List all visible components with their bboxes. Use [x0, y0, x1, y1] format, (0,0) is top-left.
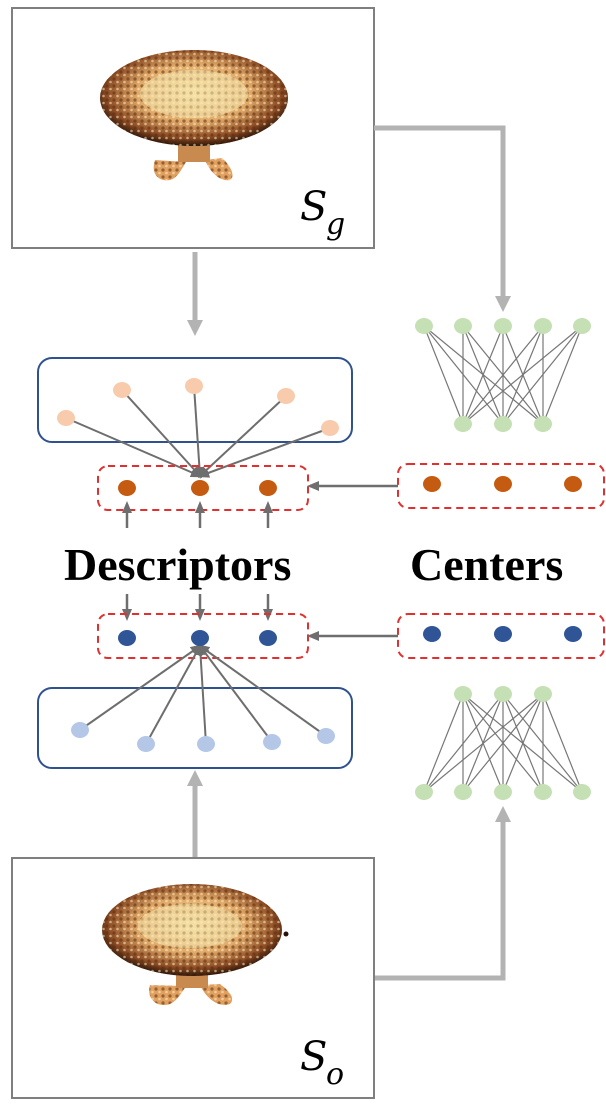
mlp-top-edge: [502, 325, 583, 425]
orange-node-5: [564, 476, 582, 492]
blue-nodes: [118, 626, 582, 646]
mlp-bottom-node-bottom-3: [534, 784, 552, 800]
arrow-top-frame-to-mlp: [374, 125, 511, 312]
label-descriptors: Descriptors: [64, 539, 291, 590]
svg-text:S: S: [300, 1034, 327, 1080]
mlp-top-edge: [462, 325, 504, 425]
point-cloud-table-top: [100, 50, 288, 181]
svg-text:o: o: [326, 1057, 344, 1092]
edge-bottom-2: [195, 643, 207, 745]
mlp-bottom-node-bottom-2: [494, 784, 512, 800]
edge-bottom-3: [198, 643, 273, 743]
mlp-bottom-node-top-1: [494, 686, 512, 702]
up-arrows-to-top-row: [122, 501, 273, 528]
orange-node-2: [259, 480, 277, 496]
mlp-top-edge: [542, 325, 583, 425]
light-orange-node-3: [277, 388, 295, 404]
mlp-bottom-node-top-0: [454, 686, 472, 702]
edge-top-4: [197, 427, 331, 478]
descriptor-edges-top: [65, 385, 331, 479]
light-orange-node-0: [57, 410, 75, 426]
mlp-bottom-edge: [423, 693, 544, 793]
orange-nodes: [118, 476, 582, 496]
blue-node-3: [423, 626, 441, 642]
mlp-top-node-top-1: [454, 318, 472, 334]
mlp-top-node-top-4: [573, 318, 591, 334]
mlp-top-edge: [462, 325, 544, 425]
light-blue-node-0: [71, 722, 89, 738]
light-orange-node-4: [321, 420, 339, 436]
mlp-top-node-top-2: [494, 318, 512, 334]
mlp-top-edge: [462, 325, 583, 425]
mlp-network-top: [415, 318, 591, 432]
mlp-top-node-top-3: [534, 318, 552, 334]
svg-text:S: S: [300, 184, 327, 230]
light-blue-node-3: [263, 734, 281, 750]
light-blue-nodes: [71, 722, 335, 752]
edge-bottom-1: [145, 643, 202, 745]
input-frame-top: S g: [11, 7, 375, 249]
blue-node-4: [494, 626, 512, 642]
light-blue-node-4: [317, 728, 335, 744]
mlp-top-node-top-0: [415, 318, 433, 334]
mlp-top-edge: [423, 325, 464, 425]
label-centers: Centers: [410, 539, 563, 590]
edge-top-2: [193, 385, 205, 479]
symbol-s-g: S g: [300, 184, 345, 242]
svg-text:g: g: [326, 207, 345, 242]
mlp-bottom-edge: [462, 693, 544, 793]
mlp-bottom-edge: [423, 693, 504, 793]
mlp-top-node-bottom-2: [534, 416, 552, 432]
edge-bottom-4: [197, 644, 327, 737]
mlp-top-node-bottom-1: [494, 416, 512, 432]
point-cloud-table-bottom: [102, 884, 289, 1006]
edge-top-0: [65, 417, 203, 478]
mlp-bottom-node-bottom-4: [573, 784, 591, 800]
mlp-network-bottom: [415, 686, 591, 800]
edge-bottom-0: [79, 644, 203, 731]
mlp-bottom-edge: [542, 693, 583, 793]
mlp-bottom-edge: [423, 693, 464, 793]
light-blue-node-1: [137, 736, 155, 752]
light-orange-nodes: [57, 378, 339, 436]
light-orange-node-2: [185, 378, 203, 394]
light-orange-node-1: [113, 382, 131, 398]
mlp-bottom-node-top-2: [534, 686, 552, 702]
orange-node-1: [191, 480, 209, 496]
orange-node-0: [118, 480, 136, 496]
mlp-bottom-node-bottom-1: [454, 784, 472, 800]
mlp-bottom-edge: [502, 693, 544, 793]
orange-node-3: [423, 476, 441, 492]
edge-top-3: [197, 395, 287, 479]
symbol-s-o: S o: [300, 1034, 344, 1092]
edge-top-1: [121, 389, 203, 479]
blue-node-1: [191, 630, 209, 646]
light-blue-node-2: [197, 736, 215, 752]
input-frame-bottom: S o: [11, 857, 375, 1099]
blue-node-0: [118, 630, 136, 646]
blue-node-2: [259, 630, 277, 646]
mlp-top-node-bottom-0: [454, 416, 472, 432]
blue-node-5: [564, 626, 582, 642]
arrow-bottom-frame-to-mlp: [374, 806, 511, 981]
descriptor-edges-bottom: [79, 643, 327, 745]
mlp-bottom-node-bottom-0: [415, 784, 433, 800]
orange-node-4: [494, 476, 512, 492]
